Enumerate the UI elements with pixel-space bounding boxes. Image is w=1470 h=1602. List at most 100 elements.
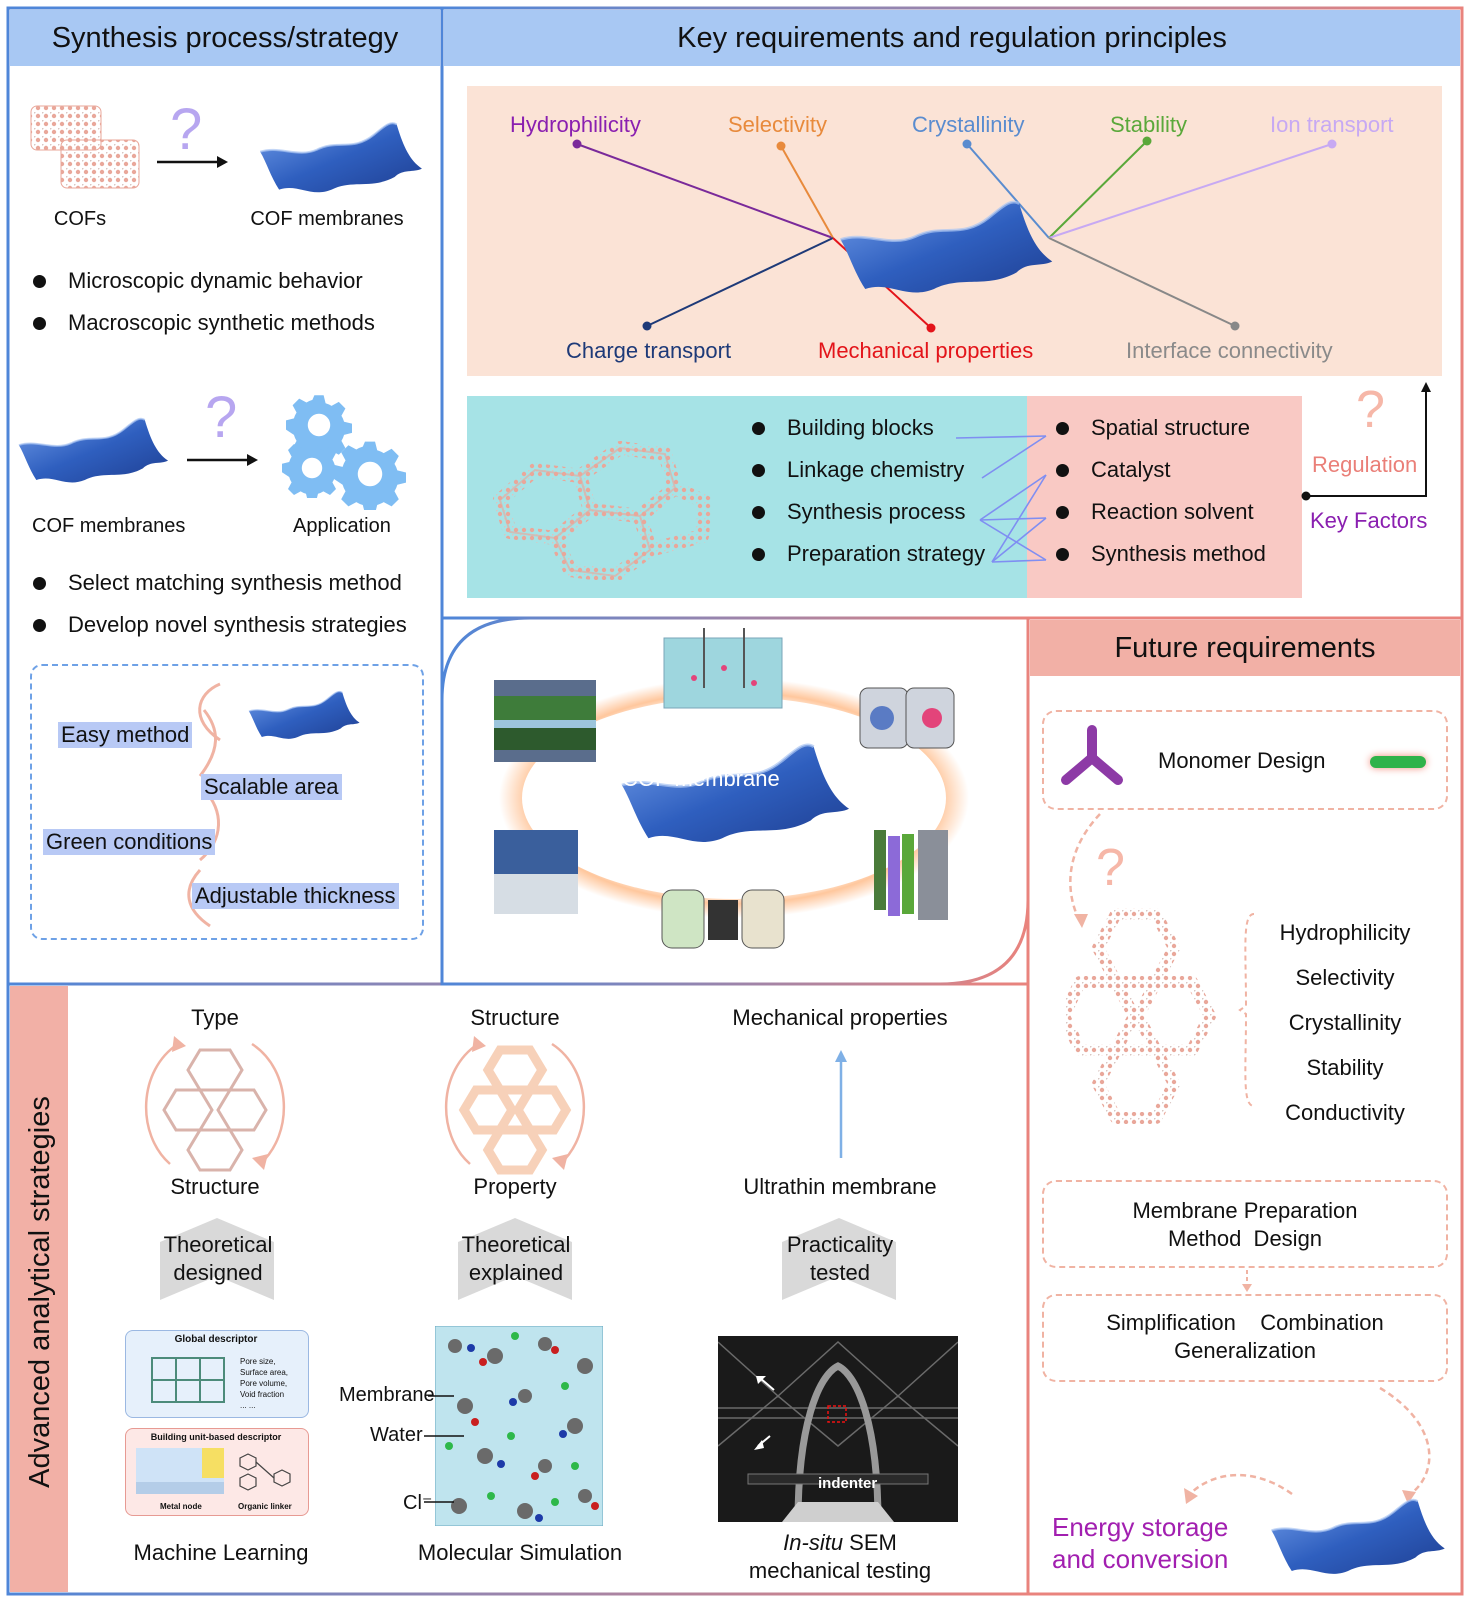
factor-item: Building blocks bbox=[752, 415, 934, 441]
property-label: Property bbox=[473, 1174, 557, 1199]
membrane-preparation-box bbox=[1042, 1180, 1448, 1268]
monomer-design-label: Monomer Design bbox=[1158, 748, 1326, 773]
descriptor-list: Pore size,Surface area,Pore volume,Void … bbox=[240, 1357, 289, 1410]
mechanical-properties-label: Mechanical properties bbox=[732, 1005, 948, 1030]
question-mark-icon: ? bbox=[170, 97, 203, 162]
factor-item: Spatial structure bbox=[1056, 415, 1250, 441]
cof-membrane-center-label: COF membrane bbox=[622, 766, 780, 791]
global-descriptor-title: Global descriptor bbox=[174, 1334, 258, 1345]
requirement-interface-connectivity: Interface connectivity bbox=[1126, 338, 1333, 363]
cof-membrane-image bbox=[248, 690, 361, 740]
arrow-down-icon bbox=[1242, 1270, 1252, 1292]
cycle-honeycomb-illustration bbox=[444, 1036, 586, 1175]
regulation-label: Regulation bbox=[1312, 452, 1418, 477]
requirement-lines bbox=[572, 136, 1337, 333]
factor-item: Reaction solvent bbox=[1056, 499, 1254, 525]
regulation-arrow bbox=[1301, 382, 1431, 501]
bullet-item: Select matching synthesis method bbox=[33, 570, 402, 596]
arrow-up-icon bbox=[835, 1050, 847, 1158]
chevron-up-icon bbox=[160, 1218, 274, 1300]
arrow-right-icon bbox=[157, 156, 228, 168]
factor-item: Preparation strategy bbox=[752, 541, 985, 567]
membrane-preparation-line2: Method Design bbox=[1167, 1226, 1323, 1251]
structure-label: Structure bbox=[170, 1174, 260, 1199]
organic-linker-label: Organic linker bbox=[238, 1502, 292, 1511]
future-property: Hydrophilicity bbox=[1279, 920, 1411, 945]
chevron-text: Theoretical bbox=[163, 1232, 273, 1257]
future-property: Selectivity bbox=[1295, 965, 1395, 990]
monomer-design-box bbox=[1042, 710, 1448, 810]
cof-framework-illustration bbox=[493, 441, 712, 580]
arrow-right-icon bbox=[187, 454, 258, 466]
bullet-item: Macroscopic synthetic methods bbox=[33, 310, 375, 336]
bullet-item: Microscopic dynamic behavior bbox=[33, 268, 363, 294]
chevron-text: explained bbox=[468, 1260, 564, 1285]
green-conditions-highlight: Green conditions bbox=[43, 829, 216, 855]
dashed-curve-arrow bbox=[1069, 813, 1101, 928]
factor-item: Linkage chemistry bbox=[752, 457, 964, 483]
requirement-crystallinity: Crystallinity bbox=[912, 112, 1025, 137]
adjustable-thickness-highlight: Adjustable thickness bbox=[192, 883, 399, 909]
question-mark-icon: ? bbox=[1096, 839, 1125, 897]
easy-method-highlight: Easy method bbox=[58, 722, 193, 748]
chevron-text: Theoretical bbox=[461, 1232, 571, 1257]
advanced-side-label: Advanced analytical strategies bbox=[23, 1096, 56, 1488]
cofs-label: COFs bbox=[53, 208, 107, 230]
label-pointer bbox=[424, 1435, 464, 1437]
chloride-label: Cl⁻ bbox=[403, 1492, 433, 1514]
monomer-tripod-icon bbox=[1061, 725, 1123, 785]
application-ring bbox=[494, 628, 969, 949]
future-property: Stability bbox=[1306, 1055, 1384, 1080]
framework-grid-icon bbox=[151, 1357, 225, 1403]
structure-top-label: Structure bbox=[470, 1005, 560, 1030]
application-label: Application bbox=[293, 515, 391, 537]
gear-icon bbox=[282, 441, 342, 498]
label-pointer bbox=[424, 1501, 454, 1503]
building-descriptor-title: Building unit-based descriptor bbox=[150, 1432, 282, 1442]
cof-membrane-image bbox=[259, 122, 423, 194]
cof-membranes-label: COF membranes bbox=[32, 515, 186, 537]
periodic-table-icon bbox=[136, 1448, 224, 1494]
sem-testing-image bbox=[718, 1336, 958, 1522]
energy-storage-line2: and conversion bbox=[1052, 1544, 1229, 1574]
requirement-ion-transport: Ion transport bbox=[1270, 112, 1394, 137]
advanced-side-bar bbox=[10, 986, 68, 1592]
cof-membrane-image bbox=[1270, 1498, 1446, 1576]
molecular-simulation-image bbox=[435, 1326, 603, 1526]
membrane-preparation-line1: Membrane Preparation bbox=[1132, 1198, 1358, 1223]
membrane-label: Membrane bbox=[339, 1384, 435, 1406]
chevron-text: designed bbox=[173, 1260, 263, 1285]
water-label: Water bbox=[370, 1424, 423, 1446]
ultrathin-membrane-label: Ultrathin membrane bbox=[743, 1174, 937, 1199]
chevron-up-icon bbox=[458, 1218, 572, 1300]
requirement-charge-transport: Charge transport bbox=[566, 338, 732, 363]
requirement-hydrophilicity: Hydrophilicity bbox=[510, 112, 641, 137]
indenter-label: indenter bbox=[818, 1475, 878, 1492]
future-requirements-header: Future requirements bbox=[1030, 620, 1460, 676]
bullet-item: Develop novel synthesis strategies bbox=[33, 612, 407, 638]
sem-caption-line2: mechanical testing bbox=[748, 1558, 932, 1583]
molecular-simulation-caption: Molecular Simulation bbox=[417, 1540, 623, 1565]
organic-linker-icon bbox=[239, 1453, 291, 1491]
cycle-honeycomb-illustration bbox=[144, 1036, 286, 1172]
chevron-text: tested bbox=[810, 1260, 870, 1285]
requirement-selectivity: Selectivity bbox=[728, 112, 828, 137]
key-factors-label: Key Factors bbox=[1310, 508, 1428, 533]
cofs-crystal-illustration bbox=[30, 105, 140, 189]
simplification-line2: Generalization bbox=[1174, 1338, 1316, 1363]
gear-icon bbox=[334, 441, 406, 510]
global-descriptor-box bbox=[125, 1330, 309, 1418]
bracket-icon bbox=[1238, 913, 1255, 1107]
machine-learning-caption: Machine Learning bbox=[133, 1540, 309, 1565]
type-label: Type bbox=[191, 1005, 239, 1030]
dashed-return-arrows bbox=[1184, 1386, 1431, 1504]
synthesis-criteria-box bbox=[30, 664, 424, 940]
simplification-box bbox=[1042, 1294, 1448, 1382]
factor-connection-lines bbox=[955, 435, 1047, 563]
chevron-up-icon bbox=[782, 1218, 896, 1300]
question-mark-icon: ? bbox=[1356, 381, 1385, 439]
synthesis-header: Synthesis process/strategy bbox=[10, 10, 440, 66]
scalable-area-highlight: Scalable area bbox=[201, 774, 342, 800]
future-property: Crystallinity bbox=[1288, 1010, 1402, 1035]
